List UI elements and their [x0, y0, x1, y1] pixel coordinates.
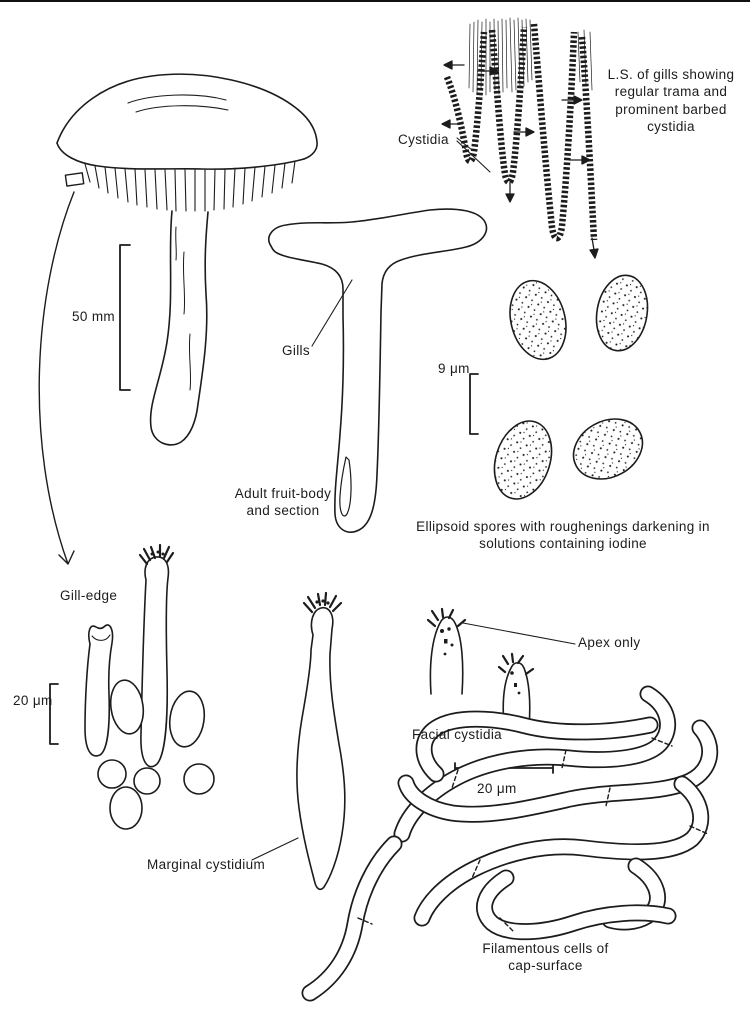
section-slit: [339, 456, 352, 517]
fruit-body-drawing: [38, 73, 318, 565]
gill-ribbon-1: [443, 31, 488, 165]
scale-bar-20um-left: [49, 683, 59, 745]
caption-ls-gills: L.S. of gills showing regular trama and …: [607, 67, 735, 134]
spores-drawing: [493, 274, 649, 500]
stem-outline: [149, 210, 209, 446]
cystidium-arrows: [441, 60, 599, 259]
label-gill-edge: Gill-edge: [60, 588, 118, 603]
sample-arrow: [38, 191, 75, 565]
caption-filamentous: Filamentous cells of cap-surface: [482, 941, 609, 974]
gill-longitudinal-section: [441, 17, 599, 259]
stem-texture: [175, 226, 192, 391]
filamentous-cells-drawing: [301, 685, 719, 1002]
cystidia-leader-lines: [456, 137, 491, 173]
cap-section-drawing: [268, 208, 488, 533]
sample-area-marker: [64, 172, 85, 187]
gill-ribbon-3: [530, 23, 578, 242]
round-cell: [133, 767, 161, 795]
marginal-cystidium-drawing: [251, 591, 346, 891]
scale-bar-9um: [469, 373, 479, 435]
gill-edge-cluster: [84, 543, 215, 830]
label-scale-20um-facial: 20 μm: [477, 781, 517, 796]
basidium-cell: [109, 679, 145, 735]
label-scale-20um-left: 20 μm: [13, 693, 53, 708]
label-gills: Gills: [282, 343, 310, 358]
caption-spores: Ellipsoid spores with roughenings darken…: [416, 519, 710, 552]
basidium-cell: [168, 690, 206, 748]
gill-edge-cystidium-cup: [84, 624, 114, 757]
gills-leader-line: [311, 279, 353, 347]
round-cell: [183, 763, 215, 795]
label-cystidia: Cystidia: [398, 132, 449, 147]
caption-facial-cystidia: Facial cystidia: [412, 727, 503, 742]
gill-edge-apex-barbs: [138, 543, 175, 566]
facial-cystidia-drawing: [426, 607, 576, 727]
label-scale-9um: 9 μm: [438, 361, 470, 376]
apex-only-leader-line: [462, 622, 576, 645]
septa-dashes: [357, 737, 709, 933]
label-scale-50mm: 50 mm: [72, 309, 116, 324]
caption-fruit-body: Adult fruit-body and section: [234, 486, 332, 519]
gill-ribbon-4: [578, 36, 598, 241]
marginal-leader-line: [251, 837, 299, 861]
round-cell: [109, 786, 143, 830]
label-apex-only: Apex only: [578, 635, 641, 650]
gill-edge-cystidium-long: [140, 556, 170, 768]
cup-rim: [91, 634, 111, 641]
round-cell: [97, 759, 127, 789]
gill-lines: [84, 160, 296, 212]
label-marginal-cystidium: Marginal cystidium: [147, 857, 266, 872]
gill-ribbon-2: [488, 26, 528, 186]
scale-bar-50mm: [119, 244, 131, 391]
